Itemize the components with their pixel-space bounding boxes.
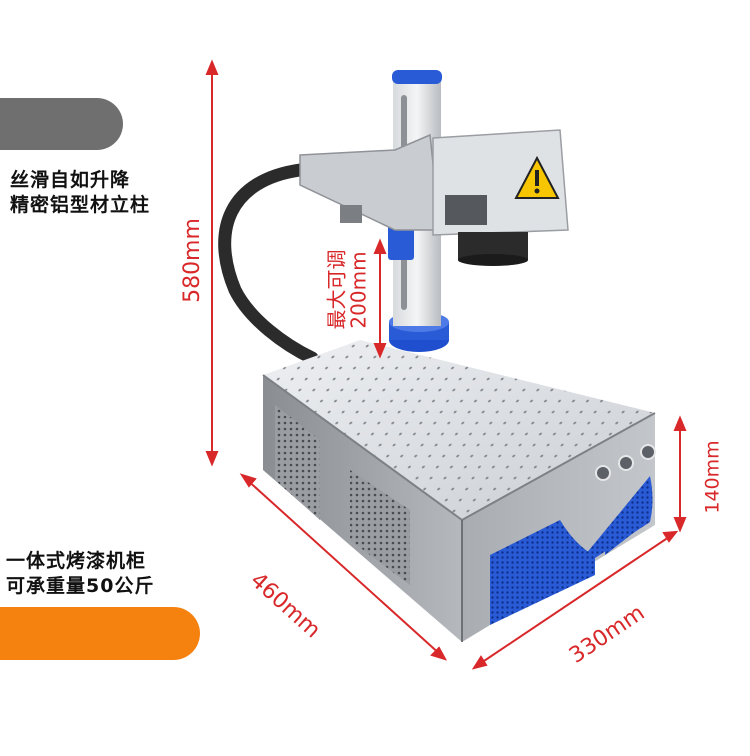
column-top-cap	[392, 70, 442, 84]
column-feature-text: 丝滑自如升降 精密铝型材立柱	[10, 168, 150, 218]
side-vent-2	[350, 470, 410, 585]
gray-accent-bar	[0, 98, 123, 150]
laser-arm	[299, 133, 441, 231]
laser-warning-icon	[514, 155, 560, 199]
dimension-adjust-value: 200mm	[346, 251, 371, 329]
side-vent-1	[275, 405, 320, 520]
column-feature-line2: 精密铝型材立柱	[10, 194, 151, 216]
dimension-total-height: 580mm	[179, 218, 205, 303]
control-button-3	[640, 444, 656, 460]
column-feature-line1: 丝滑自如升降	[10, 169, 131, 191]
dimension-adjust-label: 最大可调	[324, 249, 349, 330]
control-button-2	[618, 455, 634, 471]
dimension-cabinet-height: 140mm	[701, 440, 724, 514]
control-button-1	[595, 465, 611, 481]
cabinet-feature-line1: 一体式烤漆机柜	[6, 550, 147, 572]
front-mesh-right	[585, 476, 653, 560]
front-mesh-left	[490, 520, 595, 625]
power-cable	[218, 163, 319, 365]
orange-accent-bar	[0, 607, 200, 660]
cabinet-feature-text: 一体式烤漆机柜 可承重量50公斤	[6, 549, 154, 599]
cabinet-feature-line2: 可承重量50公斤	[6, 575, 155, 597]
